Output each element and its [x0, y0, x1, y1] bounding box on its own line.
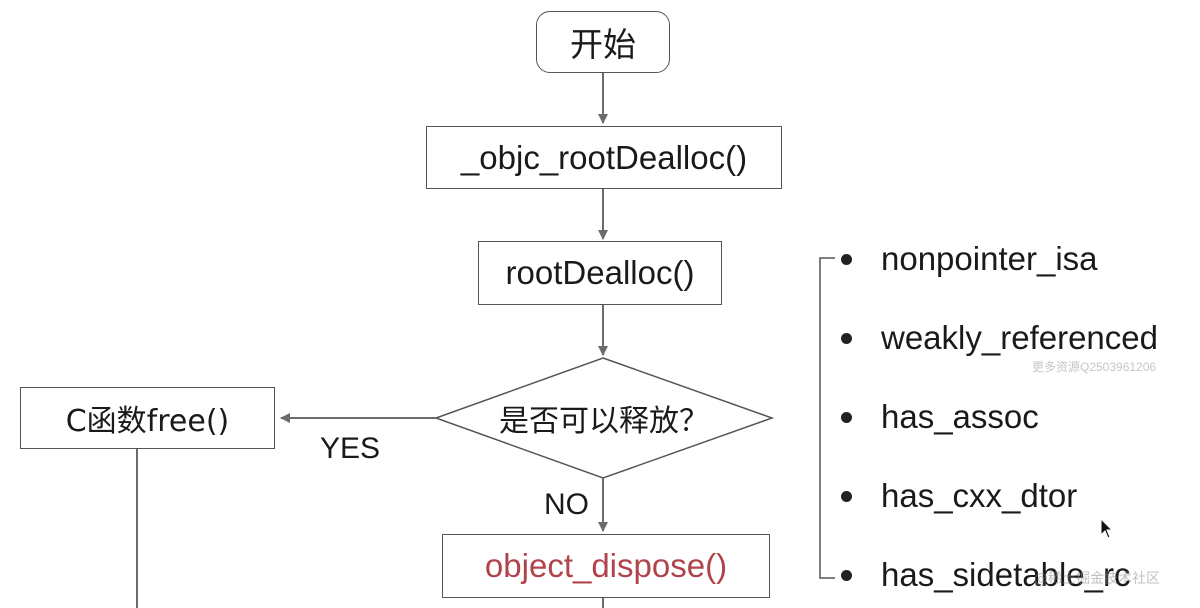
bullet-dot-icon	[841, 490, 852, 502]
bullet-dot-icon	[841, 569, 852, 581]
start-node: 开始	[536, 11, 670, 73]
flag-item: nonpointer_isa	[840, 239, 1098, 279]
flag-item: weakly_referenced	[840, 318, 1158, 358]
mouse-pointer-icon	[1100, 518, 1114, 539]
site-watermark: @稀土掘金技术社区	[1034, 571, 1160, 587]
flag-item: has_assoc	[840, 397, 1039, 437]
watermark-text: 更多资源Q2503961206	[1032, 360, 1157, 374]
flag-item: has_cxx_dtor	[840, 476, 1077, 516]
decision-label: 是否可以释放？	[499, 404, 709, 439]
yes-label: YES	[320, 432, 381, 465]
flag-label: has_sidetable_rc	[881, 556, 1131, 593]
root-dealloc-node: rootDealloc()	[478, 241, 722, 305]
bullet-dot-icon	[841, 253, 852, 265]
flag-item: has_sidetable_rc	[840, 555, 1131, 595]
object-dispose-node: object_dispose()	[442, 534, 770, 598]
flag-label: weakly_referenced	[881, 319, 1158, 356]
bullet-dot-icon	[841, 411, 852, 423]
flag-label: has_assoc	[881, 398, 1039, 435]
c-free-node: C函数free()	[20, 387, 275, 449]
flags-bracket	[819, 257, 835, 579]
bullet-dot-icon	[841, 332, 852, 344]
flag-label: has_cxx_dtor	[881, 477, 1078, 514]
objc-root-dealloc-node: _objc_rootDealloc()	[426, 126, 782, 189]
flag-label: nonpointer_isa	[881, 240, 1098, 277]
no-label: NO	[544, 488, 589, 521]
